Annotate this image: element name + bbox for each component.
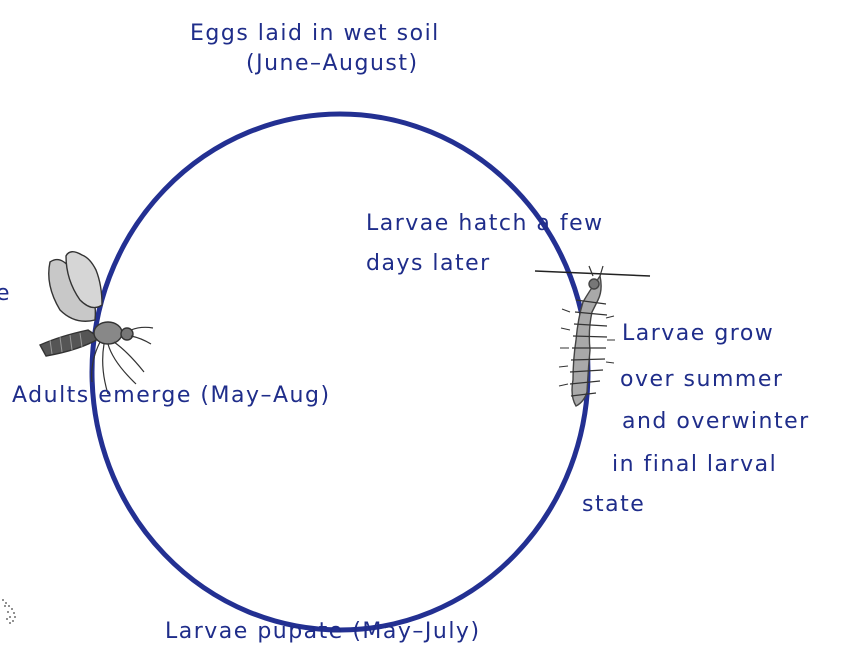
grow-label-line5: state (582, 491, 645, 519)
grow-label-line4: in final larval (612, 451, 777, 479)
adults-label: Adults emerge (May–Aug) (12, 382, 331, 410)
life-cycle-circle (92, 114, 588, 630)
grow-label-line1: Larvae grow (622, 320, 774, 348)
dotted-mark (2, 599, 16, 624)
eggs-period-label: (June–August) (246, 50, 419, 78)
hatch-label-line2: days later (366, 250, 491, 278)
grow-label-line2: over summer (620, 366, 783, 394)
eggs-label: Eggs laid in wet soil (190, 20, 440, 48)
pupate-label: Larvae pupate (May–July) (165, 618, 481, 646)
larva-illustration (559, 266, 615, 406)
cut-off-letter: e (0, 280, 11, 308)
grow-label-line3: and overwinter (622, 408, 810, 436)
hatch-label-line1: Larvae hatch a few (366, 210, 604, 238)
